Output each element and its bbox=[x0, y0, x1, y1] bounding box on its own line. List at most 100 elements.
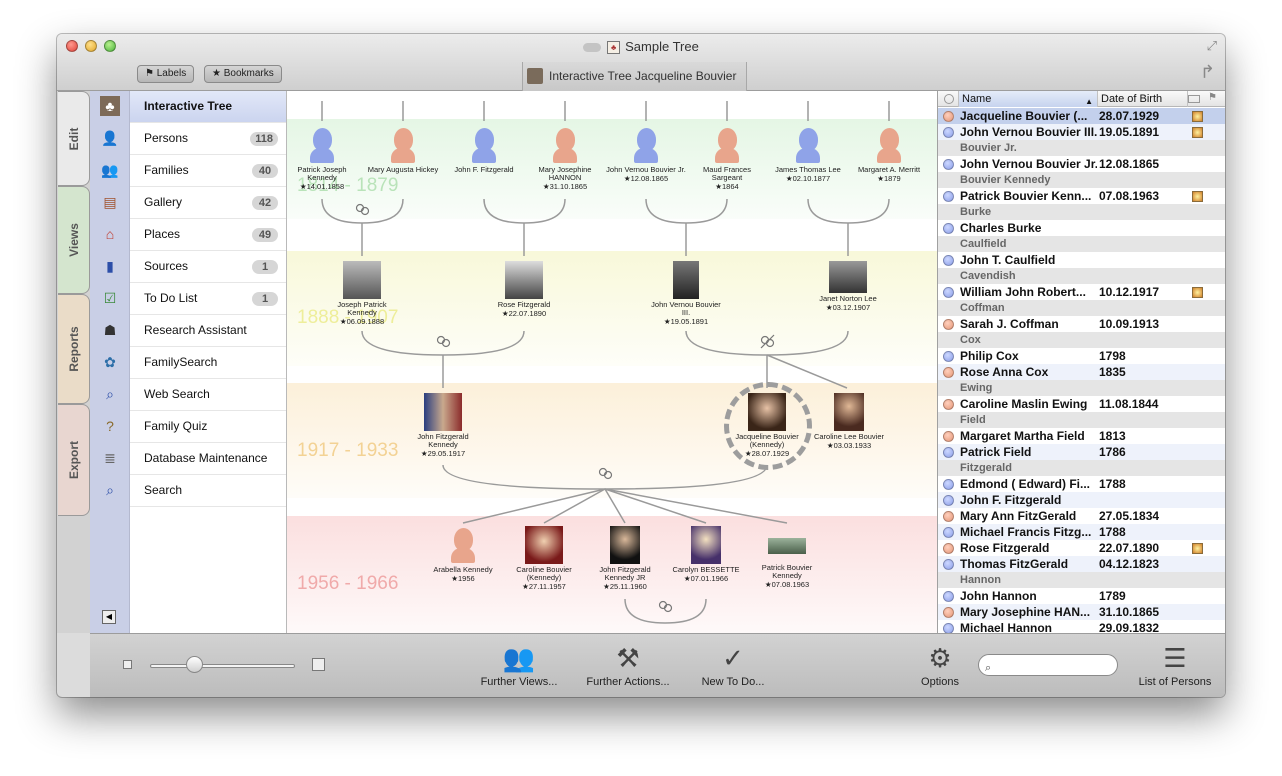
list-item[interactable]: John T. Caulfield bbox=[938, 252, 1225, 268]
web-search-icon[interactable]: ⌕ bbox=[106, 386, 114, 402]
tree-person-card[interactable]: John Fitzgerald Kennedy★29.05.1917 bbox=[403, 393, 483, 458]
list-item[interactable]: Edmond ( Edward) Fi...1788 bbox=[938, 476, 1225, 492]
tree-person-card[interactable]: Janet Norton Lee★03.12.1907 bbox=[808, 261, 888, 312]
fullscreen-icon[interactable]: ⤢ bbox=[1206, 38, 1217, 53]
gallery-icon[interactable]: ▤ bbox=[103, 194, 117, 210]
tab-views[interactable]: Views bbox=[58, 186, 90, 294]
list-group-header[interactable]: Cavendish bbox=[938, 268, 1225, 284]
interactive-tree-canvas[interactable]: 1814 - 1879 1888 - 1907 1917 - 1933 1956… bbox=[287, 91, 937, 633]
tree-person-card[interactable]: Mary Josephine HANNON★31.10.1865 bbox=[525, 126, 605, 191]
sidebar-item-database-maintenance[interactable]: Database Maintenance bbox=[130, 443, 286, 475]
tree-person-card[interactable]: Mary Augusta Hickey bbox=[363, 126, 443, 174]
list-group-header[interactable]: Bouvier Kennedy bbox=[938, 172, 1225, 188]
sidebar-item-familysearch[interactable]: FamilySearch bbox=[130, 347, 286, 379]
tree-person-card[interactable]: Carolyn BESSETTE★07.01.1966 bbox=[666, 526, 746, 583]
list-item[interactable]: Patrick Bouvier Kenn...07.08.1963 bbox=[938, 188, 1225, 204]
list-group-header[interactable]: Caulfield bbox=[938, 236, 1225, 252]
search-icon[interactable]: ⌕ bbox=[106, 482, 114, 498]
tree-person-card[interactable]: Maud Frances Sargeant★1864 bbox=[687, 126, 767, 191]
tree-person-card[interactable]: Jacqueline Bouvier (Kennedy)★28.07.1929 bbox=[727, 393, 807, 458]
tree-person-card[interactable]: Caroline Bouvier (Kennedy)★27.11.1957 bbox=[504, 526, 584, 591]
zoom-window-button[interactable] bbox=[104, 40, 116, 52]
sidebar-item-research-assistant[interactable]: Research Assistant bbox=[130, 315, 286, 347]
list-group-header[interactable]: Ewing bbox=[938, 380, 1225, 396]
sidebar-item-family-quiz[interactable]: Family Quiz bbox=[130, 411, 286, 443]
list-group-header[interactable]: Burke bbox=[938, 204, 1225, 220]
zoom-in-icon[interactable] bbox=[312, 658, 325, 671]
tab-export[interactable]: Export bbox=[58, 404, 90, 516]
list-group-header[interactable]: Cox bbox=[938, 332, 1225, 348]
list-group-header[interactable]: Hannon bbox=[938, 572, 1225, 588]
list-item[interactable]: William John Robert...10.12.1917 bbox=[938, 284, 1225, 300]
tree-person-card[interactable]: John Vernou Bouvier Jr.★12.08.1865 bbox=[606, 126, 686, 183]
sources-icon[interactable]: ▮ bbox=[106, 258, 114, 274]
familysearch-icon[interactable]: ✿ bbox=[104, 354, 116, 370]
tree-person-card[interactable]: James Thomas Lee★02.10.1877 bbox=[768, 126, 848, 183]
tree-person-card[interactable]: Rose Fitzgerald★22.07.1890 bbox=[484, 261, 564, 318]
tree-person-card[interactable]: Caroline Lee Bouvier★03.03.1933 bbox=[809, 393, 889, 450]
list-item[interactable]: John Vernou Bouvier III.19.05.1891 bbox=[938, 124, 1225, 140]
list-group-header[interactable]: Fitzgerald bbox=[938, 460, 1225, 476]
tree-person-card[interactable]: Joseph Patrick Kennedy★06.09.1888 bbox=[322, 261, 402, 326]
further-actions-button[interactable]: ⚒Further Actions... bbox=[580, 640, 676, 688]
quiz-icon[interactable]: ? bbox=[106, 418, 114, 434]
tab-reports[interactable]: Reports bbox=[58, 294, 90, 404]
flag-column-icon[interactable]: ⚑ bbox=[1208, 92, 1217, 103]
list-item[interactable]: Mary Josephine HAN...31.10.1865 bbox=[938, 604, 1225, 620]
tree-person-card[interactable]: Patrick Joseph Kennedy★14.01.1858 bbox=[287, 126, 362, 191]
sidebar-item-interactive-tree[interactable]: Interactive Tree bbox=[130, 91, 286, 123]
further-views-button[interactable]: 👥Further Views... bbox=[474, 640, 564, 688]
zoom-slider-knob[interactable] bbox=[186, 656, 203, 673]
list-item[interactable]: Jacqueline Bouvier (...28.07.1929 bbox=[938, 108, 1225, 124]
labels-button[interactable]: ⚑ Labels bbox=[137, 65, 195, 83]
sex-column-header[interactable] bbox=[944, 94, 954, 104]
list-item[interactable]: John F. Fitzgerald bbox=[938, 492, 1225, 508]
tree-person-card[interactable]: John F. Fitzgerald bbox=[444, 126, 524, 174]
list-group-header[interactable]: Field bbox=[938, 412, 1225, 428]
collapse-sidebar-button[interactable]: ◀ bbox=[102, 610, 116, 624]
person-icon[interactable]: 👤 bbox=[101, 130, 119, 146]
new-todo-button[interactable]: ✓New To Do... bbox=[693, 640, 773, 688]
tree-person-card[interactable]: Margaret A. Merritt★1879 bbox=[849, 126, 929, 183]
todo-icon[interactable]: ☑ bbox=[103, 290, 117, 306]
search-input[interactable]: ⌕ bbox=[978, 654, 1118, 676]
zoom-out-icon[interactable] bbox=[123, 660, 132, 669]
research-icon[interactable]: ☗ bbox=[103, 322, 117, 338]
list-item[interactable]: John Vernou Bouvier Jr.12.08.1865 bbox=[938, 156, 1225, 172]
sidebar-item-web-search[interactable]: Web Search bbox=[130, 379, 286, 411]
list-of-persons-button[interactable]: ☰List of Persons bbox=[1130, 640, 1220, 688]
list-item[interactable]: Michael Francis Fitzg...1788 bbox=[938, 524, 1225, 540]
tree-person-card[interactable]: John Vernou Bouvier III.★19.05.1891 bbox=[646, 261, 726, 326]
close-window-button[interactable] bbox=[66, 40, 78, 52]
list-item[interactable]: Charles Burke bbox=[938, 220, 1225, 236]
database-icon[interactable]: ≣ bbox=[104, 450, 116, 466]
media-column-header[interactable] bbox=[1188, 95, 1200, 103]
minimize-window-button[interactable] bbox=[85, 40, 97, 52]
list-group-header[interactable]: Bouvier Jr. bbox=[938, 140, 1225, 156]
tree-person-card[interactable]: John Fitzgerald Kennedy JR★25.11.1960 bbox=[585, 526, 665, 591]
name-column-header[interactable]: Name▲ bbox=[958, 91, 1098, 107]
sidebar-item-search[interactable]: Search bbox=[130, 475, 286, 507]
document-tab[interactable]: Interactive Tree Jacqueline Bouvier bbox=[522, 62, 747, 91]
list-group-header[interactable]: Coffman bbox=[938, 300, 1225, 316]
places-icon[interactable]: ⌂ bbox=[105, 226, 115, 242]
tree-icon[interactable]: ♣ bbox=[100, 96, 120, 116]
bookmarks-button[interactable]: ★ Bookmarks bbox=[204, 65, 282, 83]
tree-person-card[interactable]: Arabella Kennedy★1956 bbox=[423, 526, 503, 583]
tab-edit[interactable]: Edit bbox=[58, 91, 90, 186]
